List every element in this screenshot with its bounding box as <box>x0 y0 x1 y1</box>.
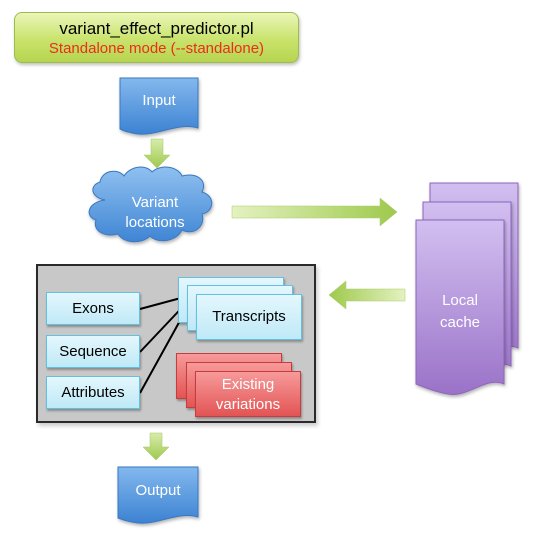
existing-variations-line2: variations <box>215 396 281 413</box>
variant-locations-label: Variant locations <box>100 193 210 233</box>
existing-variations-line1: Existing <box>221 376 275 393</box>
mode-label: Standalone mode (--standalone) <box>48 40 265 57</box>
local-cache-line1: Local <box>442 292 478 309</box>
arrow-cache-to-panel <box>328 280 406 310</box>
output-document-shape <box>117 466 199 524</box>
existing-variations-box: Existing variations <box>195 371 301 417</box>
local-cache-label: Local cache <box>416 290 504 334</box>
attributes-box: Attributes <box>46 376 140 409</box>
exons-box: Exons <box>46 292 140 325</box>
script-name: variant_effect_predictor.pl <box>59 19 254 38</box>
arrow-panel-to-output <box>142 432 170 461</box>
transcripts-box: Transcripts <box>196 294 302 340</box>
arrow-locations-to-cache <box>231 197 398 227</box>
output-label: Output <box>135 482 181 499</box>
input-document-shape <box>119 77 199 135</box>
variant-locations-cloud <box>88 166 213 243</box>
variant-locations-line1: Variant <box>131 194 179 211</box>
local-cache-document-stack <box>415 182 519 395</box>
sequence-box: Sequence <box>46 335 140 368</box>
variant-locations-line2: locations <box>125 214 185 231</box>
local-cache-line2: cache <box>439 314 481 331</box>
arrow-input-to-locations <box>143 138 171 169</box>
input-label: Input <box>142 92 176 109</box>
script-title-box: variant_effect_predictor.pl Standalone m… <box>14 12 299 63</box>
